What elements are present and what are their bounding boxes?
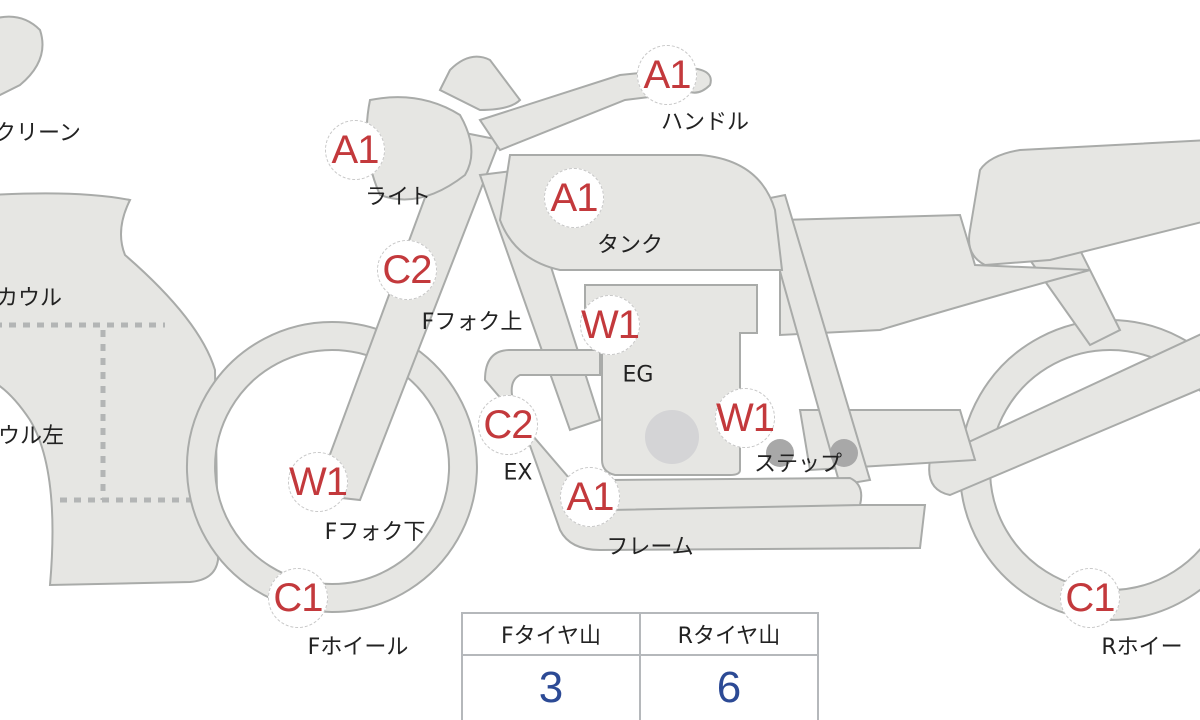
seat-part	[968, 139, 1200, 267]
part-label-handle: ハンドル	[660, 110, 750, 135]
grade-badge-fwheel: C1	[268, 568, 328, 628]
label-screen: クリーン	[0, 121, 81, 146]
part-label-ffork-lower: Fフォク下	[324, 520, 426, 545]
part-label-tank: タンク	[596, 233, 664, 258]
part-label-light: ライト	[364, 185, 432, 210]
front-tire-header: Fタイヤ山	[461, 612, 641, 656]
grade-badge-tank: A1	[544, 168, 604, 228]
front-wheel-part	[185, 321, 478, 613]
rear-tire-value: 6	[639, 654, 819, 720]
grade-badge-step: W1	[715, 388, 775, 448]
grade-badge-light: A1	[325, 120, 385, 180]
grade-badge-engine: W1	[580, 295, 640, 355]
part-label-exhaust: EX	[503, 460, 533, 486]
grade-badge-ffork-lower: W1	[288, 452, 348, 512]
grade-badge-handle: A1	[637, 45, 697, 105]
part-label-frame: フレーム	[606, 535, 694, 560]
front-fork-part	[313, 128, 502, 502]
part-label-fwheel: Fホイール	[307, 635, 409, 660]
rear-tire-header: Rタイヤ山	[639, 612, 819, 656]
part-label-rwheel: Rホイー	[1101, 635, 1183, 660]
part-label-ffork-upper: Fフォク上	[421, 310, 523, 335]
grade-badge-rwheel: C1	[1060, 568, 1120, 628]
part-label-engine: EG	[622, 362, 654, 388]
grade-badge-ffork-upper: C2	[377, 240, 437, 300]
part-label-step: ステップ	[753, 452, 843, 477]
label-cowl: カウル	[0, 286, 63, 311]
label-cowl-left: ウル左	[0, 424, 65, 449]
grade-badge-exhaust: C2	[478, 395, 538, 455]
cowl-part	[0, 192, 220, 587]
screen-part	[0, 15, 44, 97]
tire-tread-table: Fタイヤ山 Rタイヤ山 3 6	[461, 612, 819, 720]
front-tire-value: 3	[461, 654, 641, 720]
grade-badge-frame: A1	[560, 467, 620, 527]
